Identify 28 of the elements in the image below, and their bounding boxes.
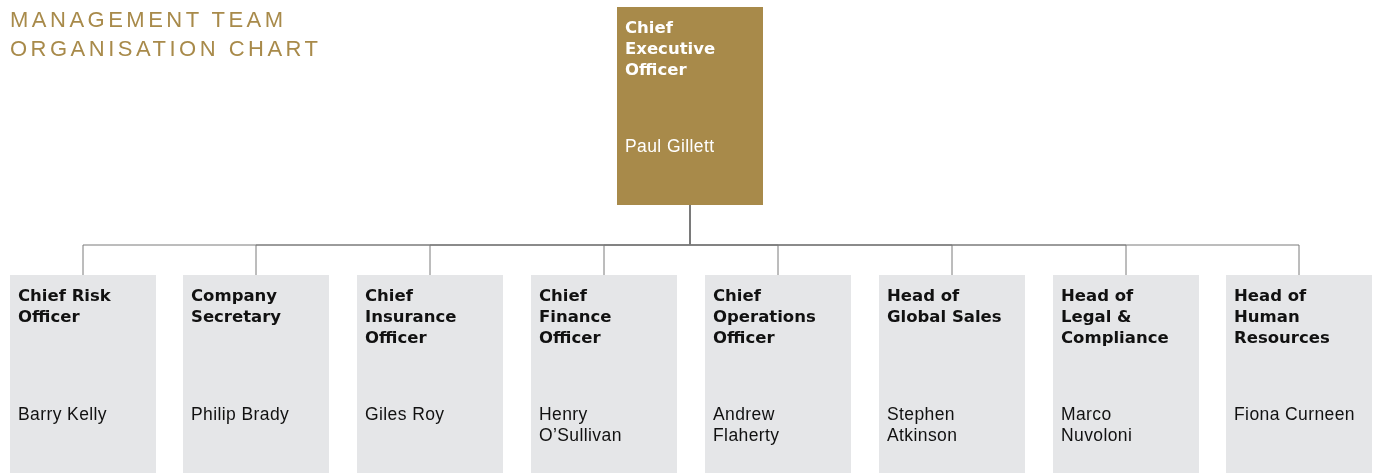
role-title: Head of Human Resources <box>1234 285 1331 348</box>
role-title: Chief Finance Officer <box>539 285 613 348</box>
role-title: Chief Risk Officer <box>18 285 112 327</box>
role-box <box>183 275 329 473</box>
person-name: Philip Brady <box>191 404 291 425</box>
role-title: Chief Insurance Officer <box>365 285 458 348</box>
role-title: Head of Legal & Compliance <box>1061 285 1170 348</box>
role-title: Chief Operations Officer <box>713 285 817 348</box>
person-name: Marco Nuvoloni <box>1061 404 1134 446</box>
executive-box <box>617 7 763 205</box>
role-box <box>879 275 1025 473</box>
role-box <box>357 275 503 473</box>
role-box <box>705 275 851 473</box>
role-title: Company Secretary <box>191 285 283 327</box>
person-name: Henry O’Sullivan <box>539 404 623 446</box>
role-title: Chief Executive Officer <box>625 17 717 80</box>
role-box <box>531 275 677 473</box>
role-box <box>1226 275 1372 473</box>
person-name: Stephen Atkinson <box>887 404 959 446</box>
person-name: Andrew Flaherty <box>713 404 781 446</box>
role-box <box>10 275 156 473</box>
role-title: Head of Global Sales <box>887 285 1003 327</box>
role-box <box>1053 275 1199 473</box>
chart-title: MANAGEMENT TEAM ORGANISATION CHART <box>10 6 323 63</box>
person-name: Giles Roy <box>365 404 446 425</box>
person-name: Fiona Curneen <box>1234 404 1356 425</box>
person-name: Paul Gillett <box>625 136 716 157</box>
person-name: Barry Kelly <box>18 404 108 425</box>
